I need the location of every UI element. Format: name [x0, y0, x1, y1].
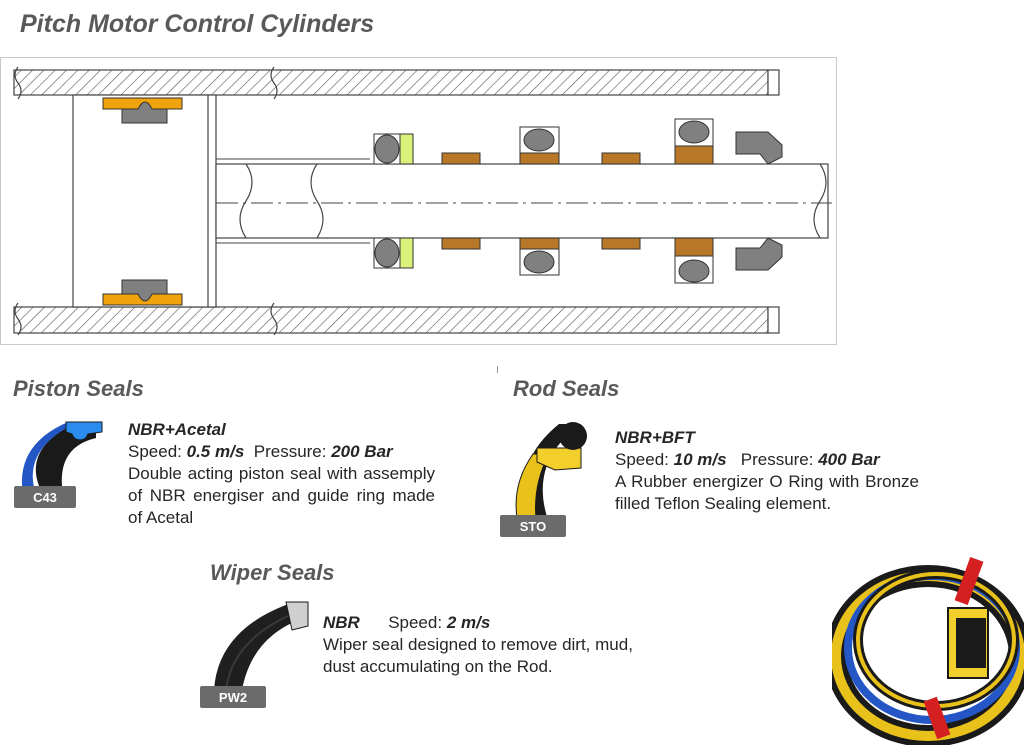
rod-seal-sto-top	[674, 118, 714, 165]
wiper-seal-thumbnail: PW2	[200, 601, 309, 708]
piston-seal-code: C43	[33, 490, 57, 505]
rod-seal-step-top	[519, 126, 560, 165]
rod-speed-label: Speed:	[615, 450, 669, 469]
rod-speed-value: 10 m/s	[673, 450, 727, 469]
piston-speed-value: 0.5 m/s	[186, 442, 245, 461]
wiper-description: Wiper seal designed to remove dirt, mud,…	[323, 635, 633, 676]
wiper-seal-code: PW2	[219, 690, 247, 705]
rod-seal-sto-bottom	[674, 237, 714, 284]
rod-seal-oring-top	[373, 133, 414, 165]
seal-ring-photo	[832, 556, 1024, 745]
rod-seal-code: STO	[520, 519, 547, 534]
page-title: Pitch Motor Control Cylinders	[20, 10, 375, 38]
rod-seal-thumbnail: STO	[500, 422, 587, 537]
wiper-specs: NBR Speed: 2 m/s	[323, 612, 633, 634]
piston-pressure-label: Pressure:	[253, 442, 327, 461]
rod-pressure-value: 400 Bar	[818, 450, 880, 469]
piston-material: NBR+Acetal	[128, 420, 226, 439]
piston-description: Double acting piston seal with assemply …	[128, 464, 435, 527]
piston-seal-top	[102, 97, 183, 124]
guide-strips	[441, 152, 641, 250]
wiper-seal-bottom	[735, 237, 783, 271]
end-cap-top	[767, 69, 780, 96]
end-cap-bottom	[767, 306, 780, 334]
rod-seal-oring-bottom	[373, 237, 414, 269]
rod-pressure-label: Pressure:	[740, 450, 814, 469]
rod-description: A Rubber energizer O Ring with Bronze fi…	[615, 472, 919, 513]
piston-seals-heading: Piston Seals	[13, 376, 144, 401]
piston-pressure-value: 200 Bar	[331, 442, 393, 461]
wiper-seal-description-block: NBR Speed: 2 m/s Wiper seal designed to …	[323, 612, 633, 678]
barrel-wall-top	[13, 69, 769, 96]
rod-material: NBR+BFT	[615, 428, 695, 447]
piston-rod	[215, 158, 832, 244]
piston-speed-label: Speed:	[128, 442, 182, 461]
piston-seal-thumbnail: C43	[14, 421, 103, 508]
wiper-seals-heading: Wiper Seals	[210, 560, 335, 585]
piston-specs: Speed: 0.5 m/s Pressure: 200 Bar	[128, 441, 435, 463]
barrel-wall-bottom	[13, 306, 769, 334]
separator-mark	[497, 366, 498, 373]
wiper-seal-top	[735, 131, 783, 165]
cylinder-cross-section-diagram	[0, 57, 837, 345]
rod-seal-step-bottom	[519, 237, 560, 276]
wiper-speed-value: 2 m/s	[446, 613, 491, 632]
piston-body	[72, 94, 217, 308]
break-marks	[14, 66, 278, 336]
piston-seal-bottom	[102, 279, 183, 306]
rod-seal-description-block: NBR+BFT Speed: 10 m/s Pressure: 400 Bar …	[615, 427, 919, 515]
rod-seals-heading: Rod Seals	[513, 376, 620, 401]
piston-seal-description-block: NBR+Acetal Speed: 0.5 m/s Pressure: 200 …	[128, 419, 435, 529]
wiper-material: NBR	[323, 613, 360, 632]
wiper-speed-label: Speed:	[388, 613, 443, 632]
rod-specs: Speed: 10 m/s Pressure: 400 Bar	[615, 449, 919, 471]
